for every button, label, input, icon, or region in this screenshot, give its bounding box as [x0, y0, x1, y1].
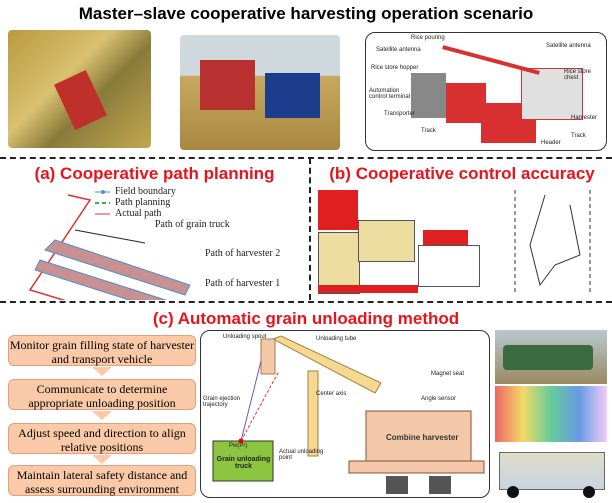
figure-title: Master–slave cooperative harvesting oper… [78, 4, 534, 23]
legend-field-boundary: Field boundary [115, 186, 176, 197]
divider [0, 157, 612, 159]
unloading-photo [495, 330, 607, 384]
arrow-down-icon [92, 455, 112, 474]
step-3: Adjust speed and direction to align rela… [8, 423, 196, 454]
label-unloading-spout: Unloading spout [223, 334, 267, 340]
label: Satellite antenna [546, 43, 591, 49]
label: Satellite antenna [376, 47, 421, 53]
harvester-schematic: Rice pouring Satellite antenna Satellite… [365, 32, 607, 151]
label: Track [571, 133, 586, 139]
step-4: Maintain lateral safety distance and ass… [8, 465, 196, 496]
control-accuracy-vehicles [318, 190, 488, 298]
panel-c-title: (c) Automatic grain unloading method [152, 309, 460, 328]
label-harvester-2-path: Path of harvester 2 [205, 248, 281, 259]
label-grain-truck: Grain unloading truck [216, 456, 271, 470]
label-unloading-tube: Unloading tube [316, 336, 357, 342]
aerial-harvest-photo [8, 30, 151, 148]
path-planning-diagram [28, 190, 191, 300]
arrow-down-icon [92, 367, 112, 386]
label: Rice pouring [411, 35, 445, 41]
label-pw: Pw(Pr) [229, 443, 248, 449]
label: Automation control terminal [369, 88, 411, 100]
control-accuracy-geometry [514, 190, 591, 295]
legend-actual-path: Actual path [115, 208, 162, 219]
step-1: Monitor grain filling state of harvester… [8, 335, 196, 366]
divider [309, 158, 311, 300]
panel-b-title: (b) Cooperative control accuracy [329, 164, 595, 183]
unloading-diagram: Unloading spout Unloading tube Magnet se… [200, 330, 490, 498]
label: Track [421, 128, 436, 134]
label: Rice store hopper [371, 65, 419, 71]
grain-truck-model [495, 444, 607, 498]
divider [0, 301, 612, 303]
label-combine-harvester: Combine harvester [386, 433, 459, 442]
label-magnet-seat: Magnet seat [431, 371, 465, 377]
label-harvester-1-path: Path of harvester 1 [205, 278, 281, 289]
label-angle-sensor: Angle sensor [421, 396, 457, 402]
label-actual-unloading-point: Actual unloading point [279, 449, 324, 461]
arrow-down-icon [92, 411, 112, 430]
label: Harvester [571, 115, 598, 121]
label: Rice store chest [564, 69, 592, 81]
field-harvest-photo [180, 35, 340, 150]
panel-a-title: (a) Cooperative path planning [34, 164, 275, 183]
step-2: Communicate to determine appropriate unl… [8, 379, 196, 410]
label: Header [541, 140, 561, 146]
point-cloud-image [495, 386, 607, 442]
label-grain-truck-path: Path of grain truck [155, 219, 230, 230]
label-center-axis: Center axis [316, 391, 347, 397]
label-grain-ejection: Grain ejection trajectory [203, 396, 241, 408]
legend-path-planning: Path planning [115, 197, 171, 208]
label: Transporter [384, 111, 415, 117]
